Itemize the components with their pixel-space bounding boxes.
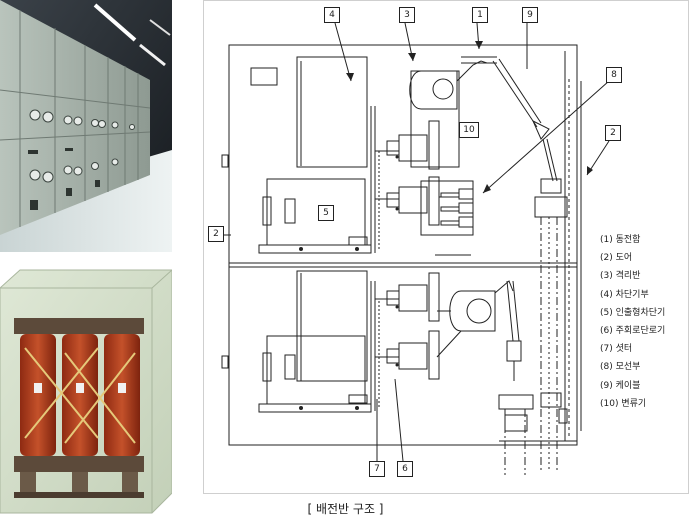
callout-2: 2	[605, 125, 621, 141]
transformer-photo	[0, 268, 172, 517]
legend-item: (6) 주회로단로기	[600, 325, 666, 336]
legend-item: (5) 인출형차단기	[600, 307, 666, 318]
legend-item: (1) 동전함	[600, 235, 641, 245]
callout-10: 10	[459, 122, 479, 138]
transformer-image	[0, 268, 172, 517]
switchgear-room-image	[0, 0, 172, 252]
leader-6	[394, 378, 404, 462]
legend: (1) 동전함 (2) 도어 (3) 격리반 (4) 차단기부 (5) 인출형차단기 (6…	[600, 234, 688, 416]
legend-item: (10) 변류기	[600, 398, 647, 409]
legend-item: (8) 모선부	[600, 362, 641, 373]
callout-9: 9	[522, 7, 538, 23]
legend-item: (3) 격리반	[600, 271, 641, 282]
switchgear-room-photo	[0, 0, 172, 252]
legend-item: (4) 차단기부	[600, 289, 649, 300]
callout-2: 2	[208, 226, 224, 242]
callout-8: 8	[606, 67, 622, 83]
callout-1: 1	[472, 7, 488, 23]
cabinet-outline	[228, 44, 578, 446]
leader-8	[482, 80, 610, 194]
callout-6: 6	[397, 461, 413, 477]
callout-4: 4	[324, 7, 340, 23]
legend-item: (2) 도어	[600, 253, 633, 264]
callout-5: 5	[318, 205, 334, 221]
switchboard-structure-diagram	[221, 22, 610, 475]
leader-4	[334, 22, 352, 82]
legend-item: (9) 케이블	[600, 380, 641, 391]
diagram-caption: [ 배전반 구조 ]	[307, 502, 384, 516]
legend-item: (7) 셧터	[600, 344, 633, 355]
callout-7: 7	[369, 461, 385, 477]
callout-3: 3	[399, 7, 415, 23]
